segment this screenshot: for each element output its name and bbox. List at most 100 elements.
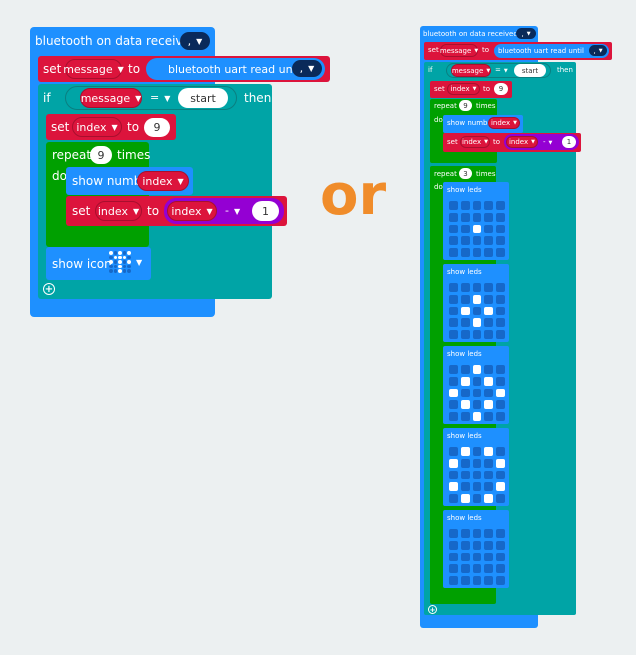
led-cell[interactable] [460, 248, 470, 257]
led-cell[interactable] [484, 201, 494, 210]
led-cell[interactable] [449, 540, 458, 550]
equals-dropdown[interactable]: =▼ [150, 92, 170, 103]
led-cell[interactable] [484, 376, 494, 386]
led-cell[interactable] [496, 283, 505, 292]
led-cell[interactable] [472, 388, 482, 398]
led-cell[interactable] [472, 412, 482, 421]
led-cell[interactable] [460, 376, 470, 386]
led-cell[interactable] [472, 236, 482, 246]
led-cell[interactable] [484, 330, 494, 339]
led-cell[interactable] [460, 201, 470, 210]
led-cell[interactable] [460, 212, 470, 222]
led-cell[interactable] [472, 201, 482, 210]
read-delimiter-dropdown[interactable]: ,▼ [292, 60, 322, 77]
led-cell[interactable] [496, 318, 505, 328]
led-cell[interactable] [484, 224, 494, 234]
led-cell[interactable] [472, 400, 482, 410]
led-cell[interactable] [472, 540, 482, 550]
add-else-plus-icon[interactable]: + [428, 605, 437, 614]
uart-read-until-block[interactable]: bluetooth uart read until [146, 58, 325, 80]
repeat-count-input[interactable]: 3 [459, 168, 472, 179]
led-cell[interactable] [484, 540, 494, 550]
led-cell[interactable] [449, 306, 458, 316]
led-cell[interactable] [484, 365, 494, 374]
led-cell[interactable] [472, 318, 482, 328]
led-cell[interactable] [460, 529, 470, 538]
led-cell[interactable] [472, 552, 482, 562]
led-cell[interactable] [449, 318, 458, 328]
minus-value-input[interactable]: 1 [252, 201, 279, 221]
led-cell[interactable] [460, 447, 470, 456]
led-cell[interactable] [484, 458, 494, 468]
led-cell[interactable] [484, 552, 494, 562]
led-cell[interactable] [460, 470, 470, 480]
led-cell[interactable] [472, 494, 482, 503]
led-cell[interactable] [496, 212, 505, 222]
minus-value-input[interactable]: 1 [562, 136, 576, 148]
message-variable-dropdown[interactable]: message▼ [63, 59, 124, 79]
uart-read-until-block[interactable]: bluetooth uart read until [494, 44, 609, 58]
led-cell[interactable] [460, 400, 470, 410]
index-init-input[interactable]: 9 [494, 83, 508, 95]
led-cell[interactable] [472, 248, 482, 257]
led-cell[interactable] [460, 365, 470, 374]
led-cell[interactable] [484, 212, 494, 222]
led-cell[interactable] [449, 201, 458, 210]
led-cell[interactable] [449, 552, 458, 562]
led-cell[interactable] [449, 283, 458, 292]
message-variable-dropdown[interactable]: message▼ [440, 44, 478, 57]
led-cell[interactable] [496, 470, 505, 480]
led-cell[interactable] [449, 482, 458, 492]
index-var-reporter[interactable]: index▼ [167, 201, 217, 221]
led-cell[interactable] [496, 540, 505, 550]
led-cell[interactable] [472, 224, 482, 234]
led-cell[interactable] [460, 482, 470, 492]
led-cell[interactable] [484, 400, 494, 410]
led-cell[interactable] [484, 236, 494, 246]
start-text-input[interactable]: start [178, 88, 228, 108]
delimiter-dropdown[interactable]: ,▼ [180, 32, 210, 50]
led-cell[interactable] [449, 494, 458, 503]
led-cell[interactable] [484, 529, 494, 538]
led-cell[interactable] [496, 388, 505, 398]
index-variable-dropdown[interactable]: index▼ [72, 117, 122, 137]
led-cell[interactable] [496, 564, 505, 574]
led-cell[interactable] [484, 482, 494, 492]
message-var-reporter[interactable]: message▼ [451, 64, 491, 77]
led-cell[interactable] [484, 564, 494, 574]
led-cell[interactable] [484, 306, 494, 316]
led-cell[interactable] [472, 447, 482, 456]
show-icon-block[interactable] [46, 247, 151, 280]
led-cell[interactable] [472, 283, 482, 292]
led-cell[interactable] [449, 212, 458, 222]
led-cell[interactable] [484, 248, 494, 257]
led-cell[interactable] [460, 552, 470, 562]
led-cell[interactable] [484, 412, 494, 421]
index-init-input[interactable]: 9 [144, 118, 170, 137]
index-var-reporter[interactable]: index▼ [137, 171, 189, 191]
repeat-count-input[interactable]: 9 [459, 100, 472, 111]
led-cell[interactable] [449, 388, 458, 398]
led-cell[interactable] [460, 412, 470, 421]
led-cell[interactable] [460, 236, 470, 246]
index-variable-dropdown[interactable]: index▼ [95, 201, 142, 221]
led-cell[interactable] [449, 412, 458, 421]
led-cell[interactable] [460, 564, 470, 574]
index-variable-dropdown[interactable]: index▼ [447, 83, 480, 95]
led-cell[interactable] [472, 306, 482, 316]
led-cell[interactable] [460, 294, 470, 304]
led-cell[interactable] [449, 365, 458, 374]
led-cell[interactable] [484, 283, 494, 292]
led-cell[interactable] [472, 458, 482, 468]
equals-dropdown[interactable]: =▼ [495, 67, 508, 74]
led-cell[interactable] [472, 294, 482, 304]
led-cell[interactable] [496, 529, 505, 538]
led-cell[interactable] [484, 388, 494, 398]
minus-op-dropdown[interactable]: -▼ [225, 205, 240, 216]
led-cell[interactable] [496, 376, 505, 386]
led-cell[interactable] [472, 529, 482, 538]
led-cell[interactable] [472, 376, 482, 386]
start-text-input[interactable]: start [514, 64, 546, 77]
led-cell[interactable] [496, 365, 505, 374]
led-cell[interactable] [472, 576, 482, 585]
